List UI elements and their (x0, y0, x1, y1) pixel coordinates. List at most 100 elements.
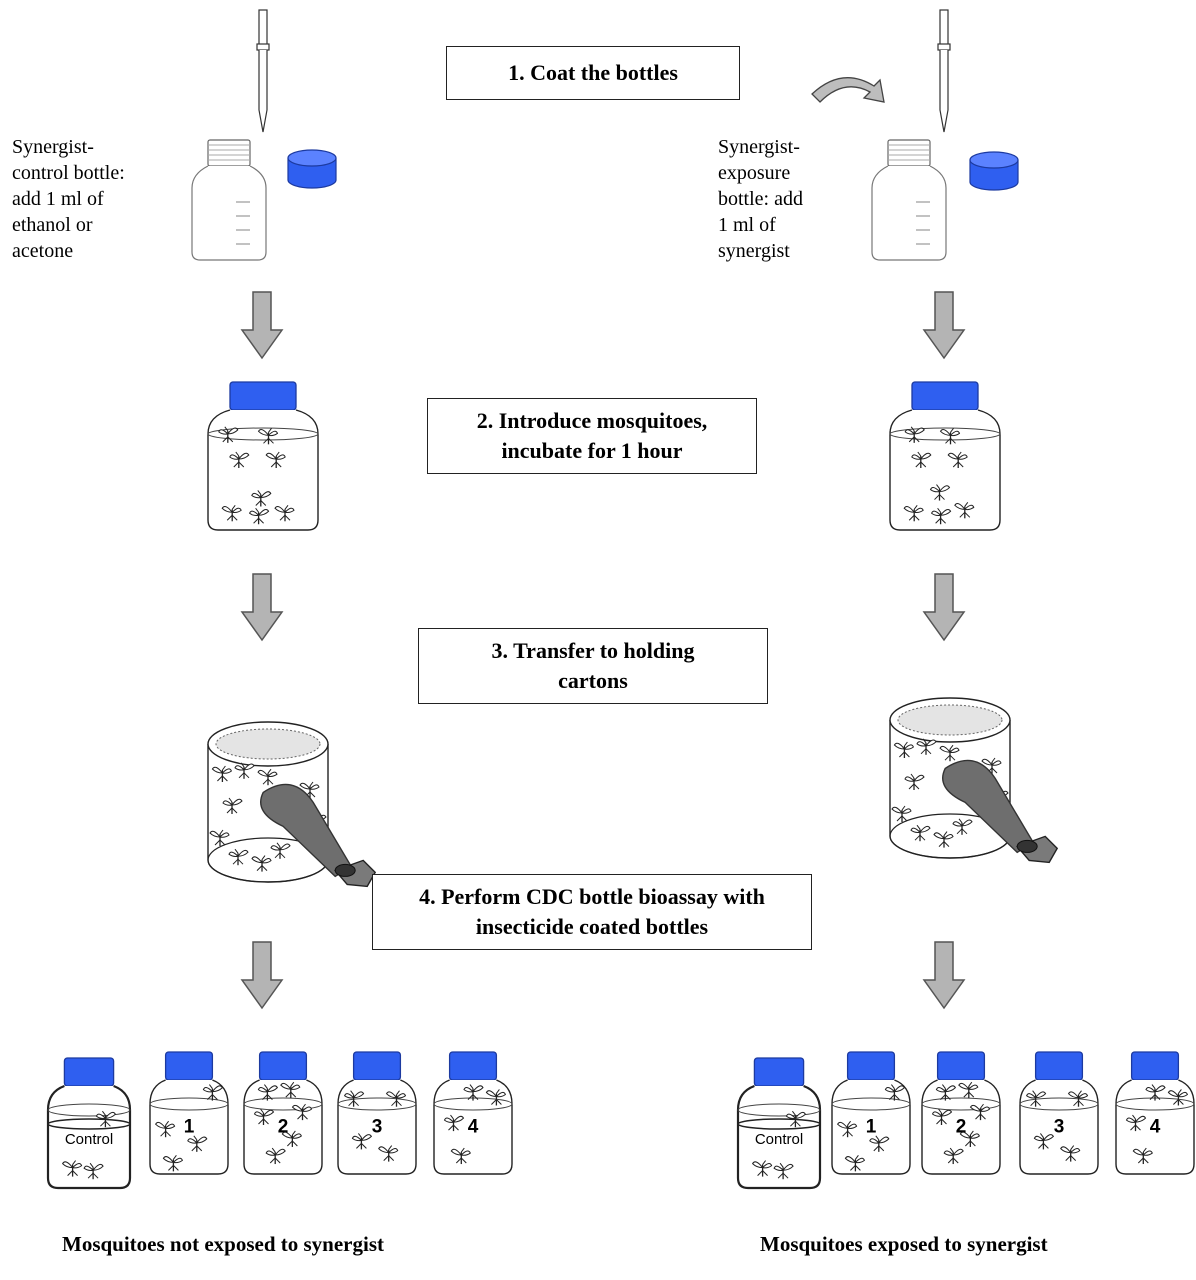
test-bottle: 3 (1019, 1051, 1099, 1175)
arrow-down-icon (922, 941, 966, 1010)
bottle-icon (191, 139, 267, 261)
mosquito-icon (251, 855, 272, 872)
pipette-icon (256, 9, 270, 133)
bottle-icon (871, 139, 947, 261)
mosquito-icon (1125, 1114, 1147, 1132)
mosquito-icon (935, 1084, 957, 1101)
cap-icon (287, 149, 337, 189)
mosquito-icon (904, 773, 925, 790)
mosquito-icon (930, 507, 952, 525)
caption-exposed: Mosquitoes exposed to synergist (760, 1232, 1048, 1256)
test-bottle: 2 (243, 1051, 323, 1175)
cap-icon (969, 151, 1019, 191)
mosquito-icon (443, 1114, 465, 1132)
rotate-arrow-icon (811, 77, 885, 103)
mosquito-icon (903, 504, 924, 522)
exposure-bottle-label: Synergist- exposure bottle: add 1 ml of … (718, 136, 803, 262)
control-bottle-label: Synergist- control bottle: add 1 ml of e… (12, 136, 125, 262)
mosquito-icon (265, 451, 286, 468)
mosquito-icon (218, 426, 239, 443)
pipette-icon (937, 9, 951, 133)
bottle-number-label: 1 (184, 1117, 195, 1138)
step-3-box: 3. Transfer to holding cartons (418, 628, 768, 704)
bottle-number-label: 2 (956, 1117, 967, 1138)
mosquito-icon (291, 1103, 313, 1121)
mosquito-icon (202, 1084, 224, 1101)
test-bottle: 1 (149, 1051, 229, 1175)
aspirator-icon (942, 759, 1059, 864)
mosquito-icon (253, 1108, 275, 1125)
mosquito-icon (154, 1120, 176, 1138)
mosquito-icon (280, 1081, 301, 1099)
mosquito-icon (911, 451, 932, 468)
mosquito-icon (83, 1162, 104, 1180)
test-bottle (207, 381, 319, 531)
bottle-number-label: 4 (468, 1117, 479, 1138)
mosquito-icon (281, 1130, 302, 1147)
mosquito-icon (954, 502, 975, 519)
mosquito-icon (211, 765, 233, 782)
mosquito-icon (1067, 1090, 1089, 1107)
arrow-down-icon (240, 573, 284, 642)
step-2-box: 2. Introduce mosquitoes, incubate for 1 … (427, 398, 757, 474)
mosquito-icon (904, 426, 925, 443)
mosquito-icon (893, 741, 915, 758)
control-bottle: Control (736, 1057, 822, 1190)
mosquito-icon (257, 768, 278, 786)
mosquito-icon (385, 1090, 407, 1107)
mosquito-icon (209, 829, 230, 846)
mosquito-icon (931, 1108, 953, 1125)
mosquito-icon (910, 824, 931, 842)
mosquito-icon (952, 818, 973, 835)
mosquito-icon (95, 1110, 117, 1128)
aspirator-icon (260, 783, 377, 888)
mosquito-icon (257, 1084, 279, 1101)
arrow-down-icon (240, 941, 284, 1010)
bottle-number-label: 2 (278, 1117, 289, 1138)
mosquito-icon (222, 797, 243, 814)
arrow-down-icon (240, 291, 284, 360)
mosquito-icon (228, 848, 249, 866)
mosquito-icon (229, 451, 250, 468)
test-bottle: 3 (337, 1051, 417, 1175)
mosquito-icon (1167, 1089, 1189, 1106)
mosquito-icon (1060, 1145, 1081, 1162)
mosquito-icon (929, 484, 951, 501)
mosquito-icon (751, 1160, 773, 1177)
mosquito-icon (234, 762, 255, 779)
mosquito-icon (947, 451, 968, 468)
mosquito-icon (958, 1081, 979, 1099)
mosquito-icon (463, 1084, 484, 1101)
mosquito-icon (61, 1160, 83, 1177)
mosquito-icon (981, 757, 1002, 774)
mosquito-icon (162, 1155, 184, 1172)
mosquito-icon (485, 1089, 507, 1106)
mosquito-icon (270, 842, 291, 859)
mosquito-icon (959, 1130, 980, 1147)
mosquito-icon (265, 1147, 286, 1165)
mosquito-icon (257, 428, 279, 445)
bottle-number-label: 1 (866, 1117, 877, 1138)
mosquito-icon (1145, 1084, 1166, 1101)
mosquito-icon (343, 1090, 365, 1107)
mosquito-icon (1132, 1147, 1153, 1165)
mosquito-icon (785, 1110, 807, 1128)
arrow-down-icon (922, 291, 966, 360)
mosquito-icon (869, 1135, 890, 1152)
test-bottle: 4 (433, 1051, 513, 1175)
control-bottle: Control (46, 1057, 132, 1190)
mosquito-icon (251, 490, 272, 507)
mosquito-icon (1033, 1133, 1055, 1150)
step-1-box: 1. Coat the bottles (446, 46, 740, 100)
mosquito-icon (773, 1162, 794, 1180)
mosquito-icon (884, 1084, 906, 1101)
mosquito-icon (450, 1147, 471, 1165)
test-bottle: 4 (1115, 1051, 1195, 1175)
mosquito-icon (1025, 1090, 1047, 1107)
mosquito-icon (891, 805, 912, 822)
mosquito-icon (943, 1147, 964, 1165)
step-4-box: 4. Perform CDC bottle bioassay with inse… (372, 874, 812, 950)
mosquito-icon (933, 831, 954, 848)
mosquito-icon (939, 428, 961, 445)
